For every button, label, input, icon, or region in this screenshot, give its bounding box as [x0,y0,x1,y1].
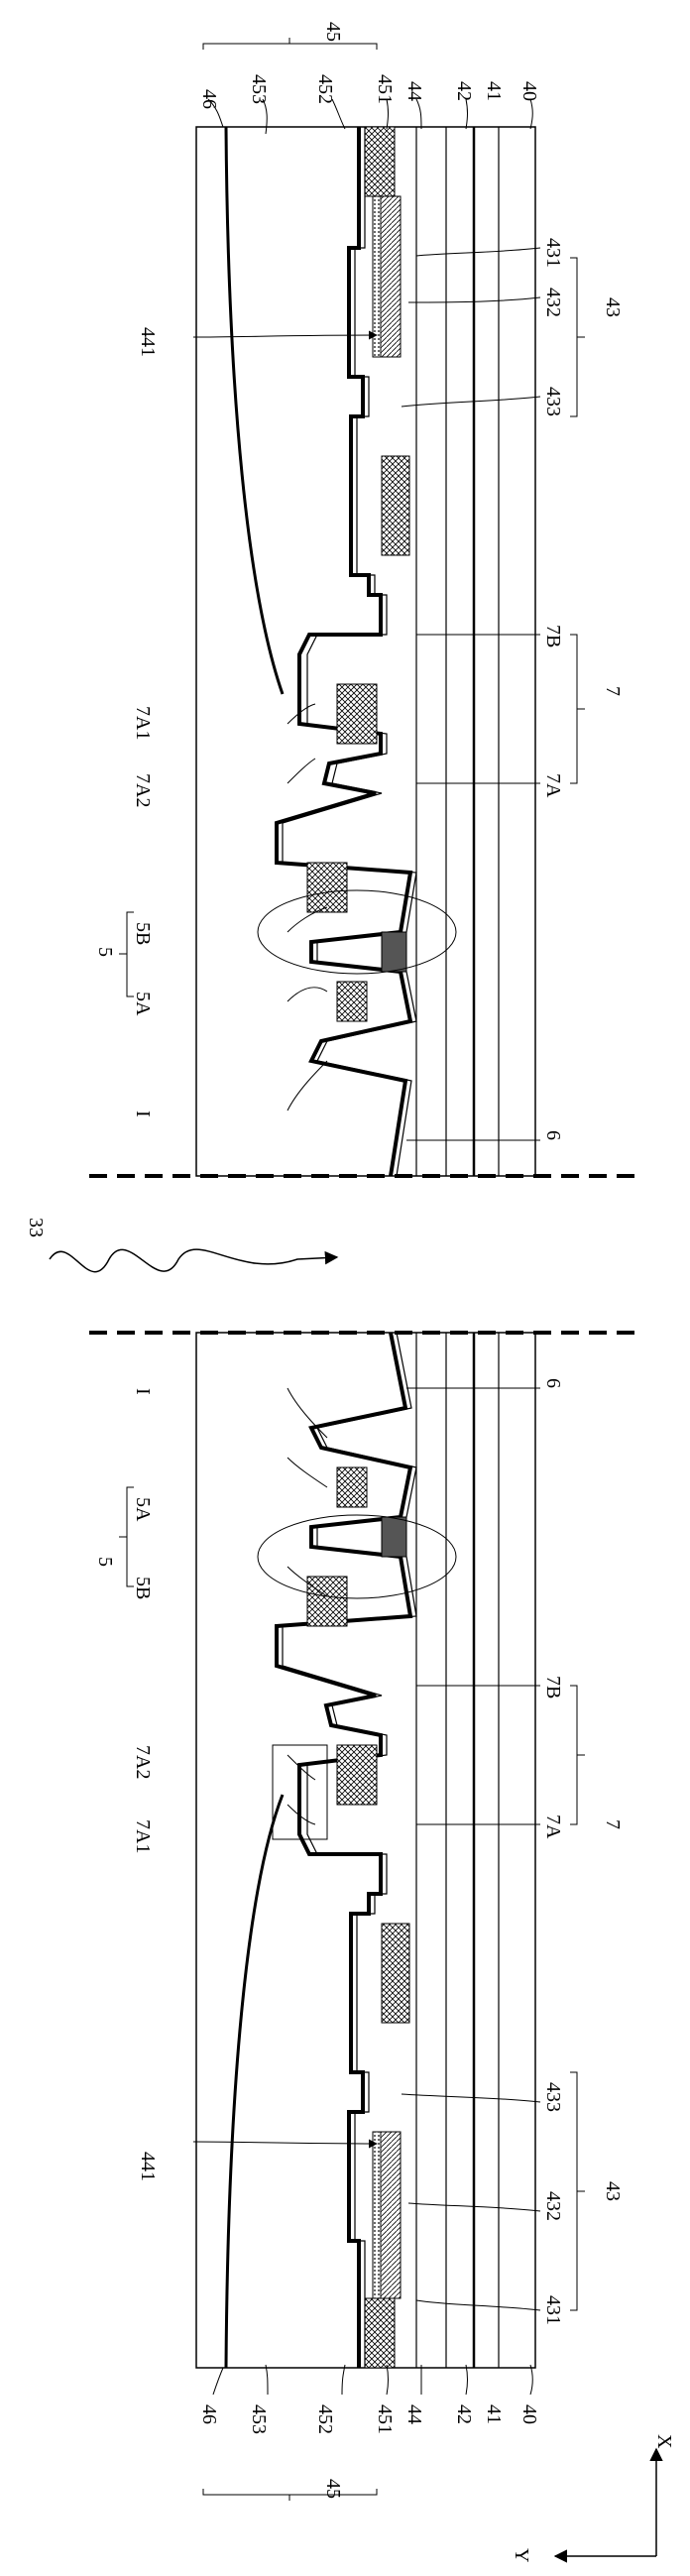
top-contact-6 [382,932,406,972]
label-top-45: 45 [322,22,344,42]
label-top-40: 40 [518,81,540,101]
axis-y-label: Y [511,2548,532,2562]
label-bottom-453: 453 [248,2404,270,2434]
bottom-layer-432 [373,2132,381,2298]
label-bottom-I: I [132,1388,154,1395]
label-top-433: 433 [542,387,564,416]
top-block-433 [382,456,409,555]
bottom-block-7A2 [337,1745,377,1805]
top-block-7A2 [337,684,377,744]
bottom-labels: 33 I 6 5 5A 5B 7A2 7A1 7A 7 7B 433 43 43… [25,1218,624,2499]
label-top-6: 6 [542,1130,564,1140]
axis-x-label: X [653,2434,675,2449]
top-panel [89,127,634,1176]
label-bottom-441: 441 [137,2152,159,2181]
top-curve-441 [226,127,283,694]
label-top-43: 43 [602,297,624,317]
bottom-curve-441 [226,1795,283,2368]
label-top-41: 41 [483,81,505,101]
label-bottom-43: 43 [602,2181,624,2201]
label-bottom-44: 44 [403,2404,425,2424]
label-bottom-432: 432 [542,2191,564,2221]
label-bottom-41: 41 [483,2404,505,2424]
bottom-block-433 [382,1924,409,2023]
label-top-46: 46 [198,89,220,109]
label-top-5: 5 [94,947,116,957]
label-top-7A2: 7A2 [132,773,154,807]
label-bottom-431: 431 [542,2295,564,2325]
label-bottom-7A2: 7A2 [132,1745,154,1779]
label-bottom-40: 40 [518,2404,540,2424]
label-bottom-452: 452 [314,2404,336,2434]
label-bottom-6: 6 [542,1378,564,1388]
top-electrode-5B [307,863,347,912]
label-bottom-433: 433 [542,2082,564,2112]
label-top-432: 432 [542,288,564,317]
label-bottom-42: 42 [453,2404,475,2424]
label-33: 33 [25,1218,47,1237]
bottom-layer-431 [381,2132,401,2298]
label-bottom-7A1: 7A1 [132,1819,154,1853]
coordinate-axes: X Y [511,2434,675,2562]
bottom-leader-lines [193,1388,540,2395]
label-top-452: 452 [314,74,336,104]
label-top-451: 451 [374,74,396,104]
bottom-layer-44-block [365,2298,395,2368]
label-bottom-5: 5 [94,1557,116,1567]
label-top-7A1: 7A1 [132,706,154,740]
label-top-441: 441 [137,327,159,357]
label-top-7A: 7A [542,773,564,798]
label-bottom-7: 7 [602,1819,624,1829]
label-bottom-7A: 7A [542,1815,564,1839]
label-bottom-7B: 7B [542,1676,564,1698]
bottom-electrode-5A [337,1467,367,1507]
label-bottom-5B: 5B [132,1577,154,1599]
label-bottom-451: 451 [374,2404,396,2434]
label-top-42: 42 [453,81,475,101]
label-top-453: 453 [248,74,270,104]
label-top-7: 7 [602,686,624,696]
bracket-lines [119,38,585,2501]
label-top-7B: 7B [542,625,564,647]
label-top-5B: 5B [132,922,154,945]
label-bottom-5A: 5A [132,1497,154,1522]
label-top-I: I [132,1111,154,1117]
wavy-arrow-33 [50,1249,337,1272]
top-layer-44-block [365,127,395,196]
label-bottom-46: 46 [198,2404,220,2424]
bottom-electrode-5B [307,1577,347,1626]
label-top-44: 44 [403,81,425,101]
bottom-contact-6 [382,1517,406,1557]
top-layer-431 [381,196,401,357]
label-bottom-45: 45 [322,2479,344,2499]
bottom-ellipse-I [258,1515,456,1598]
top-electrode-5A [337,982,367,1021]
label-top-5A: 5A [132,992,154,1016]
label-top-431: 431 [542,238,564,268]
top-layer-432 [373,196,381,357]
